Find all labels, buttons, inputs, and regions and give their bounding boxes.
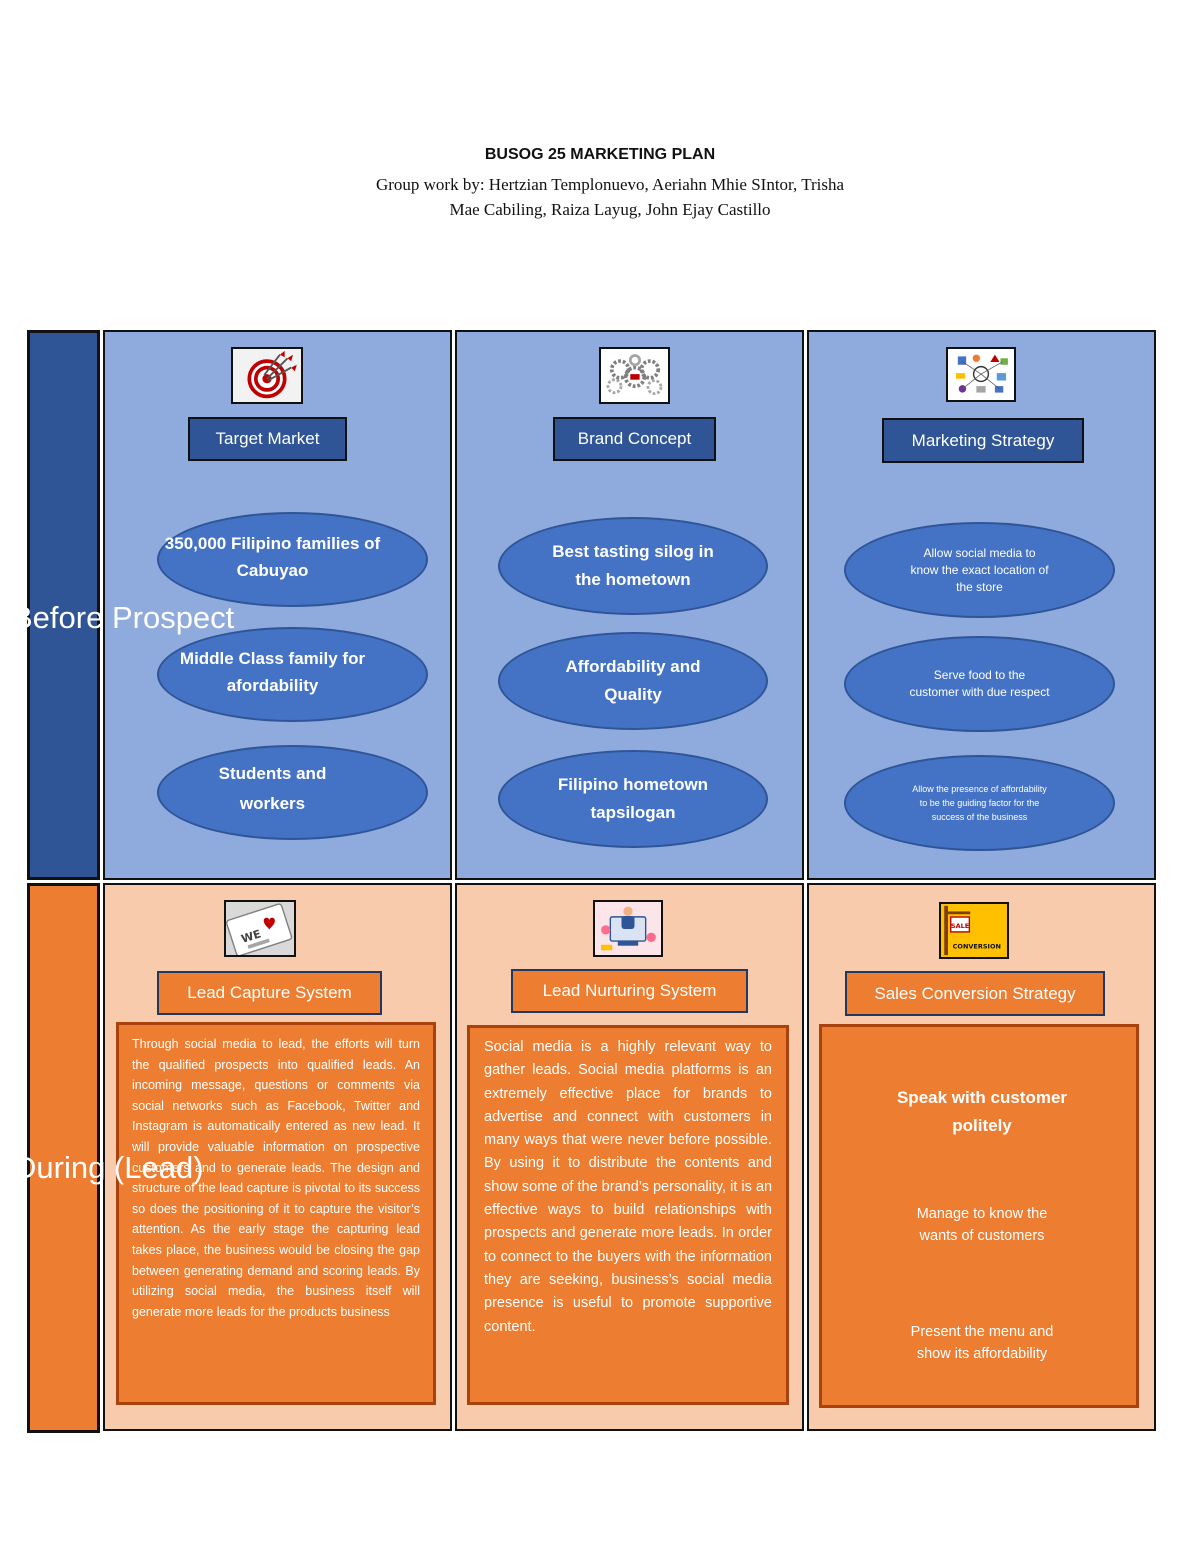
during-lead-label: During (Lead): [14, 1150, 204, 1185]
target-arrows-icon: [231, 347, 303, 404]
sales-conversion-item-2: Manage to know the wants of customers: [916, 1206, 1048, 1244]
marketing-strategy-item-2: Serve food to the customer with due resp…: [844, 636, 1115, 732]
sale-conversion-sign-icon: SALE CONVERSION: [939, 902, 1009, 959]
brand-concept-heading: Brand Concept: [553, 417, 716, 461]
authors-line: Group work by: Hertzian Templonuevo, Aer…: [330, 172, 890, 222]
svg-text:WE: WE: [240, 927, 263, 946]
page-title: BUSOG 25 MARKETING PLAN: [484, 146, 716, 163]
conversion-icon-text: CONVERSION: [953, 943, 1001, 951]
marketing-strategy-item-3: Allow the presence of affordability to b…: [844, 755, 1115, 851]
video-call-icon: [593, 900, 663, 957]
marketing-strategy-heading: Marketing Strategy: [882, 418, 1084, 463]
target-market-heading: Target Market: [188, 417, 347, 461]
prospect-side-bar: [27, 330, 100, 880]
sales-conversion-heading: Sales Conversion Strategy: [845, 971, 1105, 1016]
lead-nurturing-text: Social media is a highly relevant way to…: [484, 1039, 773, 1335]
sales-conversion-textbox: Speak with customer politely Manage to k…: [819, 1024, 1139, 1408]
brand-concept-item-2: Affordability and Quality: [498, 632, 768, 730]
lead-nurturing-textbox: Social media is a highly relevant way to…: [467, 1025, 789, 1405]
lead-capture-text: Through social media to lead, the effort…: [132, 1037, 420, 1319]
brand-concept-item-3: Filipino hometown tapsilogan: [498, 750, 768, 848]
lead-side-bar: [27, 883, 100, 1433]
target-market-item-2: Middle Class family for afordability: [157, 627, 428, 722]
lead-capture-heading: Lead Capture System: [157, 971, 382, 1015]
marketing-diagram-icon: [946, 347, 1016, 402]
sale-icon-text: SALE: [951, 922, 969, 930]
marketing-strategy-item-1: Allow social media to know the exact loc…: [844, 522, 1115, 618]
lead-capture-textbox: Through social media to lead, the effort…: [116, 1022, 436, 1405]
we-love-keyboard-icon: WE: [224, 900, 296, 957]
target-market-item-1: 350,000 Filipino families of Cabuyao: [157, 512, 428, 607]
brand-concept-item-1: Best tasting silog in the hometown: [498, 517, 768, 615]
authors-line-1: Group work by: Hertzian Templonuevo, Aer…: [375, 175, 845, 194]
target-market-item-3: Students and workers: [157, 745, 428, 840]
gears-icon: [599, 347, 670, 404]
authors-line-2: Mae Cabiling, Raiza Layug, John Ejay Cas…: [449, 200, 771, 219]
lead-nurturing-heading: Lead Nurturing System: [511, 969, 748, 1013]
sales-conversion-item-1: Speak with customer politely: [896, 1088, 1068, 1135]
before-prospect-label: Before Prospect: [12, 600, 235, 635]
sales-conversion-item-3: Present the menu and show its affordabil…: [910, 1324, 1054, 1362]
